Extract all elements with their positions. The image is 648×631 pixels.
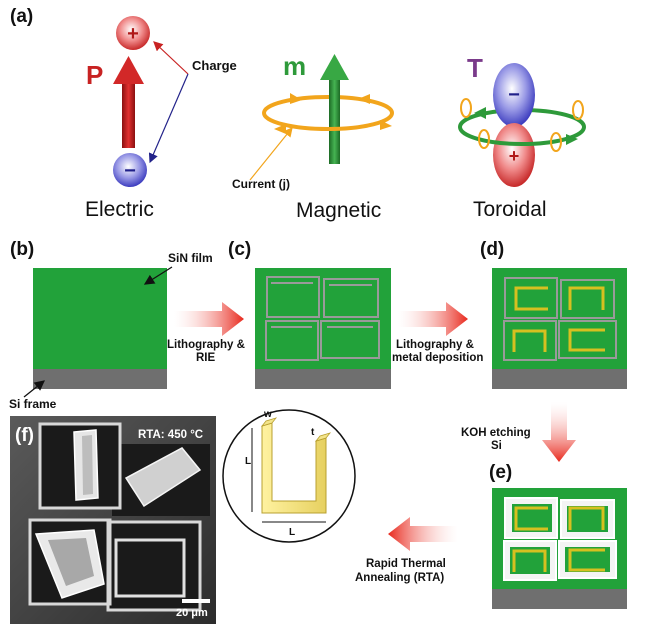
panel-label-b: (b): [10, 239, 34, 260]
electric-arrow-shaft: [122, 82, 135, 148]
toroidal-dipole: T − + Toroidal: [458, 53, 586, 221]
toroidal-loop-front: [458, 126, 586, 146]
negative-charge-sign: −: [124, 160, 136, 182]
sem-bent-resonators: [34, 429, 202, 599]
electric-arrow-head: [113, 56, 144, 84]
current-arrow-2: [358, 94, 370, 104]
step4-line2: Annealing (RTA): [355, 572, 444, 584]
sem-resonator-1-inner: [82, 435, 93, 495]
chip-d-frame: [492, 369, 627, 389]
step3-line1: KOH etching: [461, 427, 531, 439]
dim-l-horizontal: L: [289, 527, 295, 538]
etched-trenches-c: [265, 276, 380, 361]
dim-w: w: [263, 409, 272, 420]
panel-label-c: (c): [228, 239, 251, 260]
toroidal-current-ring-2: [572, 100, 584, 120]
current-arrow-4: [380, 120, 392, 130]
toroidal-plus-sign: +: [509, 146, 520, 166]
step2-line1: Lithography &: [396, 339, 474, 351]
sin-film: [33, 268, 167, 369]
si-frame-pointer: [23, 380, 46, 398]
sem-frames: [28, 422, 202, 612]
charge-pointer-negative: [148, 73, 189, 164]
sin-film-label: SiN film: [168, 251, 213, 265]
u-resonator-inset: L L w t: [222, 409, 356, 543]
sem-resonator-4: [114, 538, 186, 598]
process-arrow-c-to-d: [398, 302, 468, 336]
magnetic-arrow-head: [320, 54, 349, 80]
chip-d-trenches: [503, 277, 617, 361]
step1-line1: Lithography &: [167, 339, 245, 351]
toroidal-positive-lobe: [493, 123, 535, 187]
process-arrow-b-to-c: [174, 302, 244, 336]
positive-charge-sign: +: [127, 23, 139, 45]
toroidal-label: Toroidal: [473, 198, 547, 221]
si-frame-label: Si frame: [9, 397, 57, 411]
dim-l-vertical: L: [245, 456, 251, 467]
panel-label-f: (f): [15, 425, 34, 446]
chip-d: [492, 268, 627, 389]
process-arrow-d-to-e: [542, 402, 576, 462]
rta-label: RTA: 450 °C: [138, 429, 203, 441]
u-resonator-top-face-right: [314, 432, 332, 442]
scale-bar-label: 20 μm: [176, 607, 208, 619]
toroidal-current-ring-1: [460, 98, 472, 118]
current-pointer: [249, 127, 293, 181]
step4-line1: Rapid Thermal: [366, 558, 446, 570]
current-label: Current (j): [232, 177, 290, 191]
step1-line2: RIE: [196, 352, 216, 364]
sem-resonator-3-inner: [48, 538, 94, 586]
si-frame: [33, 369, 167, 389]
electric-dipole: P + − Charge Electric: [85, 16, 237, 221]
gold-resonators-d: [512, 286, 605, 352]
sin-film-pointer: [143, 266, 173, 285]
chip-e: [492, 488, 627, 609]
positive-charge-icon: [116, 16, 150, 50]
panel-label-e: (e): [489, 462, 512, 483]
charge-pointer-positive: [153, 41, 189, 75]
toroidal-arrow-2: [566, 134, 578, 145]
toroidal-current-ring-4: [550, 132, 562, 152]
electric-label: Electric: [85, 198, 154, 221]
charge-label: Charge: [192, 58, 237, 73]
step2-line2: metal deposition: [392, 352, 483, 364]
current-loop-front: [262, 112, 394, 131]
chip-b: SiN film Si frame: [9, 251, 213, 411]
toroidal-negative-lobe: [493, 63, 535, 127]
chip-c: [255, 268, 391, 389]
current-arrow-1: [290, 93, 302, 104]
chip-c-frame: [255, 369, 391, 389]
gold-resonators-e: [512, 506, 605, 572]
toroidal-minus-sign: −: [508, 84, 520, 106]
panel-label-d: (d): [480, 239, 504, 260]
panel-label-a: (a): [10, 6, 33, 27]
toroidal-symbol: T: [467, 53, 483, 83]
electric-symbol: P: [86, 60, 103, 90]
magnetic-arrow-shaft: [329, 78, 340, 164]
dim-t: t: [311, 427, 315, 438]
chip-e-frame: [492, 589, 627, 609]
u-resonator-top-face-left: [260, 417, 278, 427]
magnetic-label: Magnetic: [296, 199, 381, 222]
process-arrow-e-to-f: [388, 517, 458, 551]
scale-bar: [182, 599, 210, 603]
magnetic-symbol: m: [283, 51, 306, 81]
step3-line2: Si: [491, 440, 502, 452]
sem-resonator-2: [124, 447, 202, 508]
current-loop-back: [262, 95, 394, 114]
negative-charge-icon: [113, 153, 147, 187]
magnetic-dipole: m Current (j) Magnetic: [232, 51, 394, 222]
sem-image: (f) RTA: 450 °C 20 μm: [10, 416, 216, 624]
toroidal-current-ring-3: [478, 129, 490, 149]
toroidal-arrow-1: [474, 107, 486, 119]
